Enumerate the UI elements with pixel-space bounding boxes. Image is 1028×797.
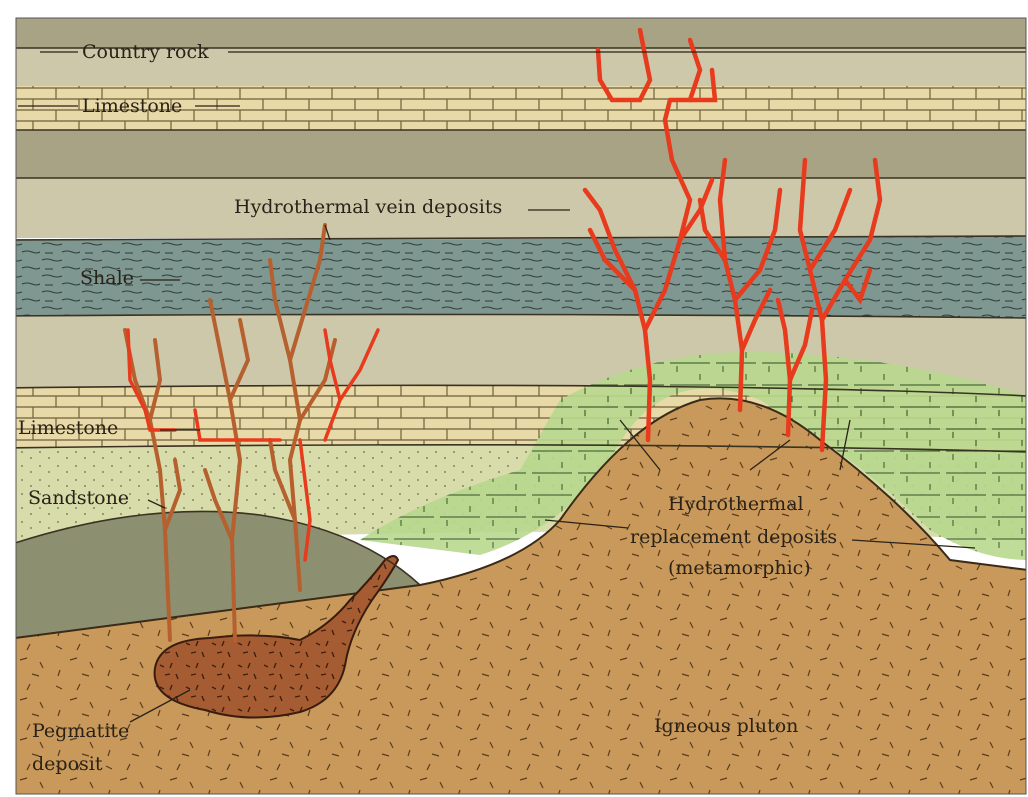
label-replacement-3: (metamorphic)	[668, 557, 811, 579]
label-limestone-top: Limestone	[82, 95, 182, 117]
label-country-rock: Country rock	[82, 41, 209, 63]
country-rock-band-3	[0, 130, 1028, 178]
label-replacement-2: replacement deposits	[630, 526, 837, 548]
label-limestone-lower: Limestone	[18, 417, 118, 439]
label-shale: Shale	[80, 267, 134, 289]
shale-layer	[0, 236, 1028, 318]
label-igneous-pluton: Igneous pluton	[654, 715, 798, 737]
label-replacement-1: Hydrothermal	[668, 493, 804, 515]
label-hydrothermal-vein: Hydrothermal vein deposits	[234, 196, 502, 218]
label-pegmatite-2: deposit	[32, 753, 103, 775]
label-sandstone: Sandstone	[28, 487, 129, 509]
label-pegmatite-1: Pegmatite	[32, 720, 129, 742]
